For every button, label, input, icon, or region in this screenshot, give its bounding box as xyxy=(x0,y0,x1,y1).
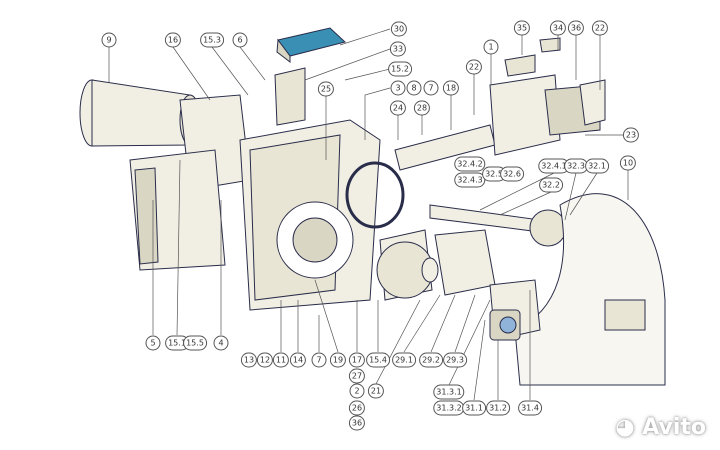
cover-10 xyxy=(514,193,666,386)
callout-21: 21 xyxy=(367,383,385,399)
callout-32-3: 32.3 xyxy=(564,158,588,174)
motor xyxy=(376,229,439,301)
callout-35: 35 xyxy=(513,20,531,36)
callout-1: 1 xyxy=(483,39,499,55)
callout-9: 9 xyxy=(101,32,117,48)
callout-30: 30 xyxy=(390,21,408,37)
callout-24: 24 xyxy=(389,100,407,116)
pcb-33 xyxy=(274,67,306,126)
callout-13: 13 xyxy=(240,352,258,368)
callout-33: 33 xyxy=(389,41,407,57)
ignition-box-29 xyxy=(434,229,496,296)
callout-25: 25 xyxy=(317,81,335,97)
callout-19: 19 xyxy=(329,352,347,368)
gas-lance-32 xyxy=(429,204,541,233)
air-ring xyxy=(345,161,405,229)
callout-15-2: 15.2 xyxy=(388,61,412,77)
callout-32-1: 32.1 xyxy=(585,158,609,174)
callout-28: 28 xyxy=(413,100,431,116)
callout-36: 36 xyxy=(567,20,585,36)
callout-32-2: 32.2 xyxy=(539,177,563,193)
callout-32-6: 32.6 xyxy=(500,166,524,182)
callout-31-2: 31.2 xyxy=(486,400,510,416)
callout-31-3-2: 31.3.2 xyxy=(433,400,465,416)
callout-16: 16 xyxy=(164,32,182,48)
callout-26: 26 xyxy=(348,400,366,416)
air-intake-5 xyxy=(129,149,226,271)
callout-32-4-1: 32.4.1 xyxy=(538,158,570,174)
callout-23: 23 xyxy=(622,127,640,143)
callout-31-3-1: 31.3.1 xyxy=(433,384,465,400)
watermark-text: Avito xyxy=(642,415,706,440)
gas-valve-1 xyxy=(489,37,606,156)
callout-15-4: 15.4 xyxy=(366,352,390,368)
callout-36: 36 xyxy=(348,415,366,431)
callout-22: 22 xyxy=(465,59,483,75)
callout-15-3: 15.3 xyxy=(200,32,224,48)
callout-22: 22 xyxy=(591,20,609,36)
callout-3: 3 xyxy=(390,80,406,96)
callout-10: 10 xyxy=(619,155,637,171)
callout-6: 6 xyxy=(232,32,248,48)
callout-14: 14 xyxy=(289,352,307,368)
callout-7: 7 xyxy=(423,80,439,96)
callout-34: 34 xyxy=(549,20,567,36)
callout-18: 18 xyxy=(442,80,460,96)
callout-32-4-2: 32.4.2 xyxy=(454,156,486,172)
callout-5: 5 xyxy=(145,335,161,351)
callout-4: 4 xyxy=(213,335,229,351)
callout-2: 2 xyxy=(349,383,365,399)
callout-31-1: 31.1 xyxy=(462,400,486,416)
callout-8: 8 xyxy=(406,80,422,96)
callout-29-2: 29.2 xyxy=(419,352,443,368)
callout-32-4-3: 32.4.3 xyxy=(454,172,486,188)
callout-15-5: 15.5 xyxy=(183,335,207,351)
callout-29-1: 29.1 xyxy=(392,352,416,368)
callout-29-3: 29.3 xyxy=(443,352,467,368)
control-panel-30 xyxy=(277,27,347,57)
callout-7: 7 xyxy=(311,352,327,368)
callout-17: 17 xyxy=(348,352,366,368)
callout-11: 11 xyxy=(272,352,290,368)
callout-31-4: 31.4 xyxy=(518,400,542,416)
callout-12: 12 xyxy=(256,352,274,368)
callout-27: 27 xyxy=(348,368,366,384)
avito-watermark: ◕ Avito xyxy=(615,415,706,440)
